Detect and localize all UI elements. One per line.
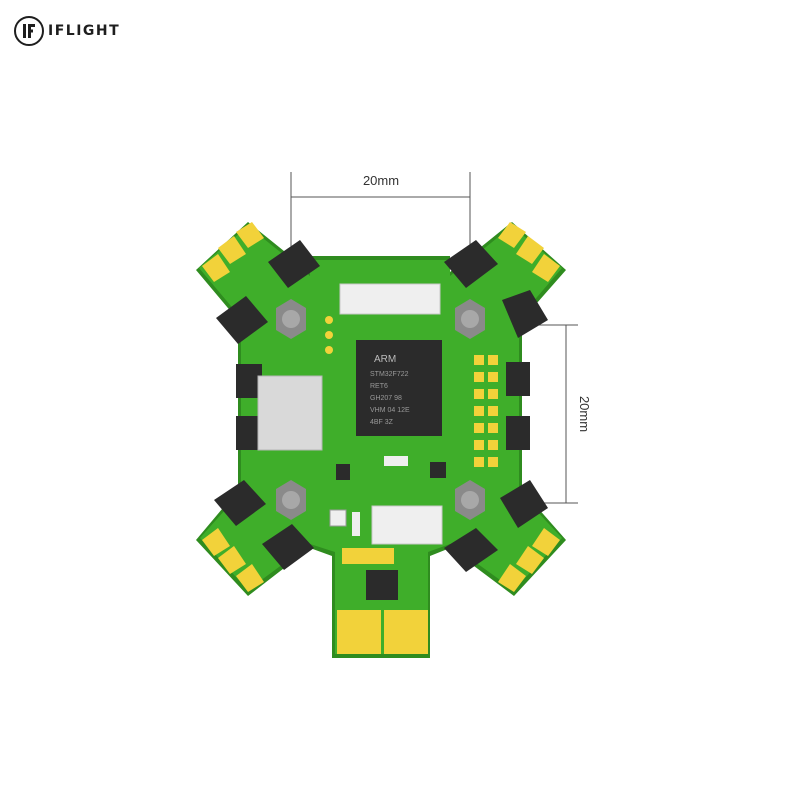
iflight-logo-icon <box>14 16 44 46</box>
mosfet-chips <box>214 240 548 600</box>
solder-pads <box>202 222 560 654</box>
mcu-chip-label-6: 4BF 3Z <box>370 419 394 426</box>
brand-name: IFLIGHT <box>48 23 121 39</box>
dimension-horizontal-label: 20mm <box>363 173 399 188</box>
mounting-standoffs <box>276 299 485 520</box>
mcu-chip-label-3: RET6 <box>370 383 388 390</box>
connectors <box>257 283 443 564</box>
mcu-chip-label-4: GH207 98 <box>370 395 402 402</box>
brand-logo: IFLIGHT <box>12 14 120 48</box>
small-components <box>329 456 446 536</box>
dimension-vertical-label: 20mm <box>577 396 592 432</box>
mcu-chip-label-1: ARM <box>374 354 396 365</box>
mcu-chip-label-2: STM32F722 <box>370 371 409 378</box>
mcu-chip: ARM STM32F722 RET6 GH207 98 VHM 04 12E 4… <box>356 340 442 436</box>
mcu-chip-label-5: VHM 04 12E <box>370 407 410 414</box>
signal-pads <box>325 316 498 467</box>
